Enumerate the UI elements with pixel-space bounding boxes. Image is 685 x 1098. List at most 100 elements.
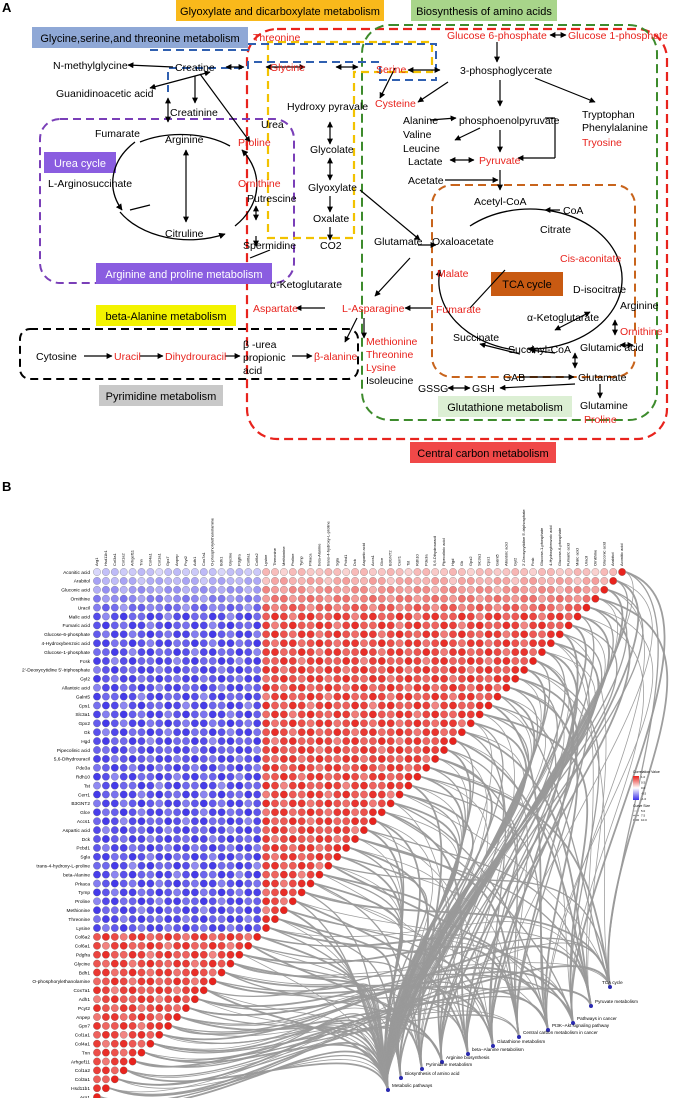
correlation-cell [110,648,119,656]
correlation-cell [377,585,386,594]
correlation-cell [404,746,413,754]
correlation-cell [591,568,600,576]
correlation-cell [324,772,333,781]
correlation-cell [182,959,190,968]
correlation-cell [333,737,342,745]
correlation-cell [128,648,137,656]
network-curve [598,597,669,988]
correlation-cell [458,603,466,612]
correlation-cell [288,639,297,648]
correlation-cell [449,621,457,630]
correlation-cell [449,585,457,594]
correlation-cell [404,639,413,648]
correlation-cell [93,986,101,995]
correlation-cell [253,737,262,745]
correlation-cell [119,603,128,612]
pyrimidine-label: Pyrimidine metabolism [106,391,217,403]
correlation-cell [199,941,208,950]
correlation-cell [199,852,208,861]
correlation-cell [529,585,537,594]
column-label: Tst [406,560,411,566]
correlation-cell [262,906,270,915]
urea-cycle-arc [112,141,136,211]
correlation-cell [315,594,324,603]
correlation-cell [217,924,226,932]
correlation-cell [155,835,164,843]
correlation-cell [440,728,448,737]
row-label: Rdh10 [76,775,90,781]
correlation-cell [342,630,351,639]
correlation-cell [128,897,137,906]
correlation-cell [369,746,377,754]
correlation-cell [208,657,217,665]
correlation-cell [244,701,253,710]
correlation-cell [315,790,324,799]
correlation-cell [422,594,431,603]
correlation-cell [128,844,137,852]
correlation-cell [555,603,564,612]
correlation-cell [93,915,101,923]
correlation-cell [119,772,128,781]
correlation-cell [431,692,440,701]
lysine: Lysine [366,362,396,374]
row-label: Tst [84,783,91,789]
correlation-cell [173,772,181,781]
correlation-cell [102,888,110,897]
correlation-cell [377,737,386,745]
correlation-cell [217,852,226,861]
correlation-cell [297,844,306,852]
correlation-cell [342,835,351,843]
guanidinoacetic-acid: Guanidinoacetic acid [56,88,154,100]
correlation-cell [466,683,475,692]
correlation-cell [386,799,395,808]
correlation-cell [582,568,591,576]
correlation-cell [360,594,368,603]
correlation-cell [119,933,128,941]
correlation-cell [253,755,262,763]
correlation-cell [137,737,146,745]
correlation-cell [306,870,315,879]
glutathione-label: Glutathione metabolism [447,402,563,414]
correlation-cell [208,879,217,888]
correlation-cell [253,799,262,808]
correlation-cell [208,737,217,745]
correlation-cell [262,826,270,834]
correlation-cell [547,612,555,621]
column-label: 4-Hydroxybenzoic acid [548,526,553,566]
correlation-cell [413,568,422,576]
correlation-cell [253,594,262,603]
correlation-cell [182,817,190,826]
correlation-cell [520,594,529,603]
correlation-cell [128,933,137,941]
correlation-cell [280,577,288,585]
correlation-cell [146,674,155,683]
correlation-cell [547,630,555,639]
correlation-cell [458,657,466,665]
correlation-cell [280,746,288,754]
correlation-cell [102,808,110,817]
correlation-cell [288,710,297,719]
correlation-cell [351,657,359,665]
correlation-cell [342,755,351,763]
correlation-cell [306,781,315,790]
correlation-cell [413,577,422,585]
correlation-cell [226,639,235,648]
correlation-cell [404,737,413,745]
network-curve [100,1050,389,1098]
correlation-cell [164,692,173,701]
correlation-cell [413,674,422,683]
correlation-cell [119,968,128,977]
arg-pro-label-box [96,263,272,284]
correlation-cell [119,790,128,799]
correlation-cell [235,924,244,932]
row-label: Gluconic acid [61,588,90,594]
correlation-cell [262,772,270,781]
correlation-cell [119,781,128,790]
correlation-cell [137,648,146,656]
correlation-cell [333,674,342,683]
correlation-cell [342,844,351,852]
correlation-cell [235,568,244,576]
correlation-cell [226,719,235,728]
correlation-cell [271,657,279,665]
correlation-cell [360,657,368,665]
